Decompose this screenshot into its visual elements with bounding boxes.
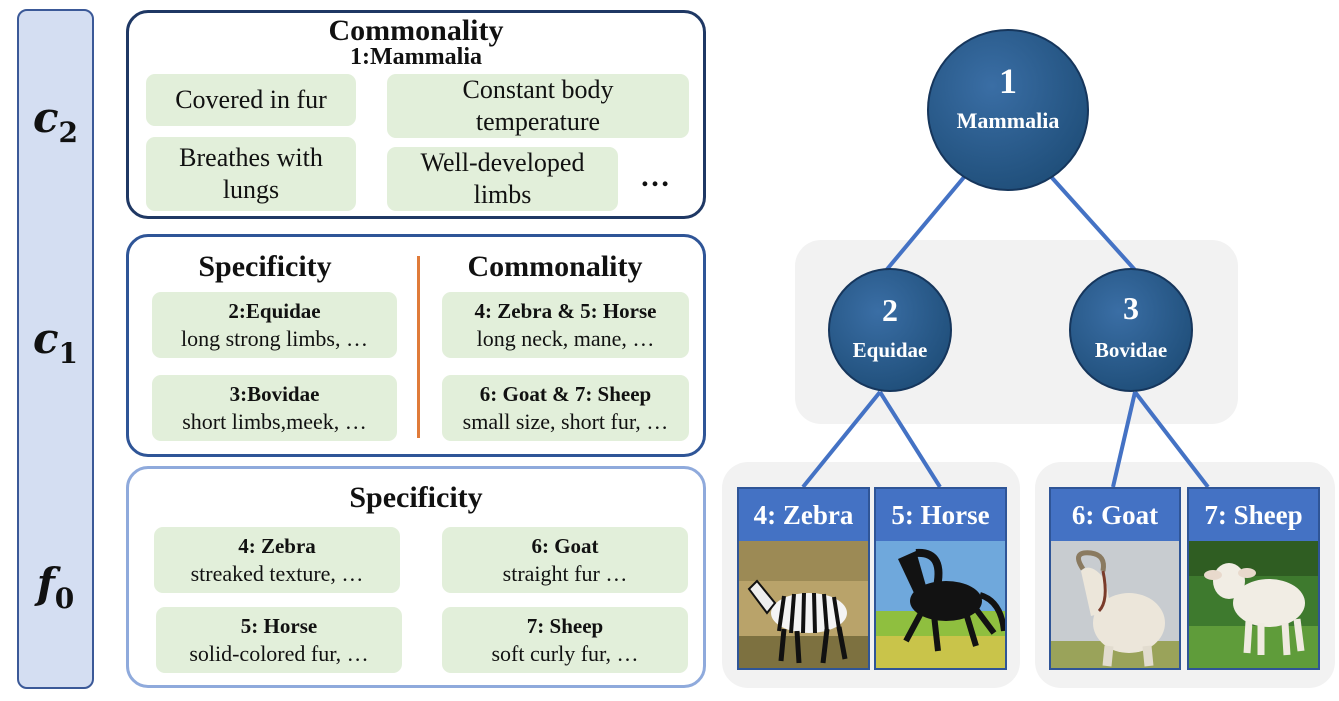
svg-text:2: 2 [882, 292, 898, 328]
panel-bot-title: Specificity [349, 481, 483, 514]
leaf-goat-label: 6: Goat [1051, 489, 1179, 541]
zebra-photo-icon [739, 541, 868, 668]
node-1: 1 Mammalia [927, 29, 1089, 191]
sheep-photo-icon [1189, 541, 1318, 668]
node-2: 2 Equidae [828, 268, 952, 392]
leaf-horse-label: 5: Horse [876, 489, 1005, 541]
edge-1-3 [1043, 168, 1137, 272]
level-f0: f0 [36, 559, 75, 615]
edge-3-6 [1111, 391, 1137, 488]
panel-top-subtitle: 1:Mammalia [350, 44, 482, 70]
chip-goat-sheep: 6: Goat & 7: Sheep small size, short fur… [442, 375, 689, 441]
tree-edges [801, 168, 1210, 489]
leaf-sheep: 7: Sheep [1187, 487, 1320, 670]
chip-lungs: Breathes with lungs [146, 137, 356, 211]
level-c1: c1 [32, 314, 79, 370]
leaf-horse: 5: Horse [874, 487, 1007, 670]
chip-limbs: Well-developed limbs [387, 147, 618, 211]
node-3: 3 Bovidae [1069, 268, 1193, 392]
chip-zebra: 4: Zebra streaked texture, … [154, 527, 400, 593]
horse-photo-icon [876, 541, 1005, 668]
svg-text:3: 3 [1123, 290, 1139, 326]
chip-equidae: 2:Equidae long strong limbs, … [152, 292, 397, 358]
edge-2-4 [801, 390, 882, 489]
panel-mid-left-title: Specificity [198, 250, 332, 283]
leaf-sheep-label: 7: Sheep [1189, 489, 1318, 541]
leaf-goat: 6: Goat [1049, 487, 1181, 670]
svg-text:1: 1 [999, 61, 1017, 101]
svg-text:Equidae: Equidae [853, 338, 928, 362]
chip-goat: 6: Goat straight fur … [442, 527, 688, 593]
chip-fur: Covered in fur [146, 74, 356, 126]
leaf-zebra-label: 4: Zebra [739, 489, 868, 541]
level-c2: c2 [32, 93, 79, 149]
panel-top-title: Commonality [328, 14, 504, 47]
edge-2-5 [878, 390, 942, 489]
chip-horse: 5: Horse solid-colored fur, … [156, 607, 402, 673]
panel-mid-right-title: Commonality [467, 250, 643, 283]
goat-photo-icon [1051, 541, 1179, 668]
level-bar: c2 c1 f0 [17, 9, 94, 689]
svg-text:Mammalia: Mammalia [957, 108, 1060, 133]
chip-bovidae: 3:Bovidae short limbs,meek, … [152, 375, 397, 441]
chip-body-temp: Constant body temperature [387, 74, 689, 138]
leaf-zebra: 4: Zebra [737, 487, 870, 670]
divider [417, 256, 420, 438]
edge-3-7 [1133, 390, 1210, 489]
chip-sheep: 7: Sheep soft curly fur, … [442, 607, 688, 673]
ellipsis: … [640, 160, 670, 193]
svg-text:Bovidae: Bovidae [1095, 338, 1167, 362]
chip-zebra-horse: 4: Zebra & 5: Horse long neck, mane, … [442, 292, 689, 358]
